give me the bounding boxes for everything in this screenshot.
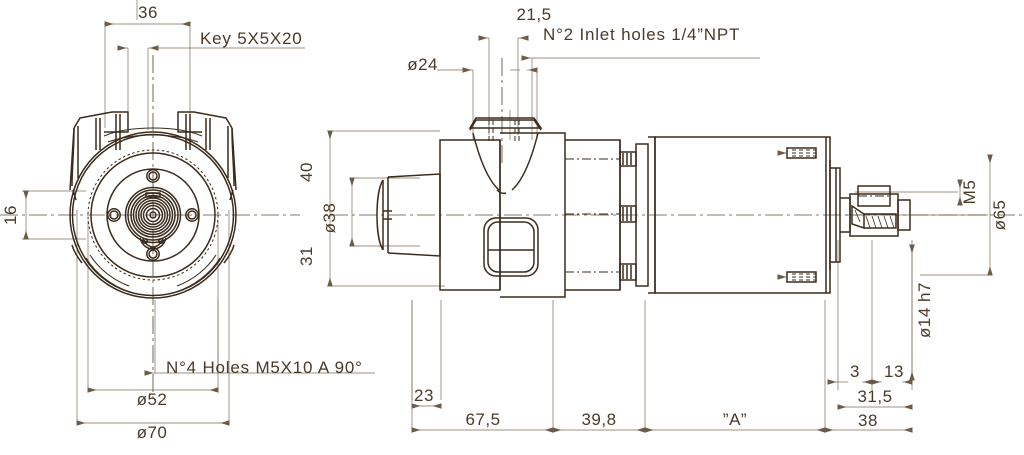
shaft-keyway (857, 185, 891, 207)
dim-inlet-21-5: 21,5 (516, 5, 551, 24)
shaft-bore (145, 207, 161, 223)
dim-thread-m5: M5 (960, 180, 979, 205)
dim-bolt-circle-52: ø52 (137, 390, 168, 409)
dim-outer-70: ø70 (137, 423, 168, 442)
motor-tierods (777, 147, 817, 283)
dim-len-3: 3 (850, 362, 860, 381)
front-view (69, 111, 237, 299)
output-shaft (849, 193, 899, 237)
dimension-text: 36 Key 5X5X20 16 ø52 ø70 N°4 Holes M5X10… (1, 3, 1009, 442)
pump-body-centre (500, 132, 566, 298)
dim-len-39-8: 39,8 (581, 410, 616, 429)
note-inlet: N°2 Inlet holes 1/4”NPT (543, 25, 740, 44)
dim-len-31-5: 31,5 (857, 387, 892, 406)
motor-cylinder (654, 136, 831, 294)
mounting-holes (107, 169, 199, 261)
flange-bolts (565, 151, 637, 281)
dim-len-38: 38 (858, 411, 878, 430)
dim-len-23: 23 (414, 386, 434, 405)
dim-len-13: 13 (884, 362, 904, 381)
dimension-lines (22, 0, 993, 433)
pilot-circle (106, 168, 200, 262)
inlet-boss (468, 117, 543, 129)
dim-offset-16: 16 (1, 205, 20, 225)
note-key: Key 5X5X20 (200, 29, 303, 48)
dim-key-width-36: 36 (138, 3, 158, 22)
dim-bore-38: ø38 (320, 203, 339, 234)
dim-height-31: 31 (297, 246, 316, 266)
dim-shaft-14h7: ø14 h7 (915, 282, 934, 338)
dim-flange-65: ø65 (990, 200, 1009, 231)
dim-height-40: 40 (297, 162, 316, 182)
shaft-end (897, 199, 911, 231)
housing-outer-circle (69, 131, 237, 299)
dim-port-24: ø24 (407, 55, 438, 74)
keyway (145, 192, 161, 198)
side-view (376, 117, 911, 298)
port-window (483, 217, 539, 277)
note-holes: N°4 Holes M5X10 A 90° (166, 358, 363, 377)
motor-endcap (635, 143, 649, 287)
rear-flange (830, 167, 841, 263)
dim-len-A: ”A” (723, 410, 747, 429)
dim-len-67-5: 67,5 (465, 410, 500, 429)
